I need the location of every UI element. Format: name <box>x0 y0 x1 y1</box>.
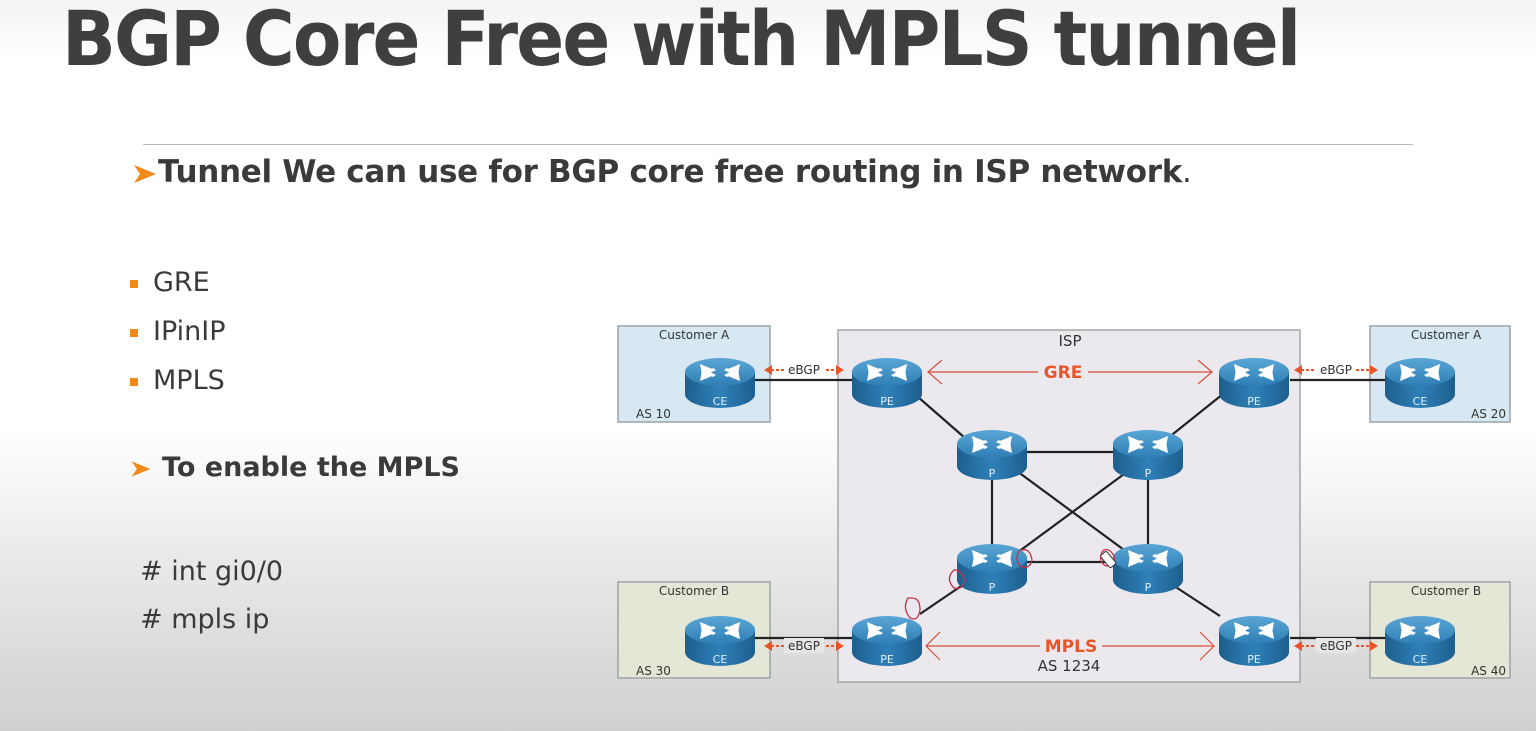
router-label: P <box>1145 467 1152 480</box>
customer-name: Customer A <box>659 328 730 342</box>
ebgp-label: eBGP <box>1320 363 1352 377</box>
gre-label: GRE <box>1044 363 1083 383</box>
arrow-bullet-icon <box>134 164 156 183</box>
customer-as: AS 10 <box>636 407 671 421</box>
subheading: To enable the MPLS <box>130 452 460 483</box>
mpls-tunnel-arrow: MPLS <box>925 631 1215 661</box>
router-label: PE <box>880 395 894 408</box>
ebgp-link-b-right: eBGP <box>1294 638 1378 653</box>
router-label: PE <box>880 653 894 666</box>
ebgp-label: eBGP <box>788 639 820 653</box>
customer-as: AS 40 <box>1471 664 1506 678</box>
arrow-bullet-icon <box>131 460 151 477</box>
main-heading-suffix: . <box>1182 154 1192 190</box>
customer-as: AS 20 <box>1471 407 1506 421</box>
router-label: CE <box>1413 395 1428 408</box>
customer-name: Customer B <box>1411 584 1481 598</box>
customer-name: Customer B <box>659 584 729 598</box>
router-label: P <box>989 467 996 480</box>
isp-label: ISP <box>1059 332 1082 350</box>
ebgp-label: eBGP <box>788 363 820 377</box>
ebgp-link-b-left: eBGP <box>764 638 844 653</box>
mpls-label: MPLS <box>1045 637 1097 657</box>
list-item-text: GRE <box>153 267 210 298</box>
tunnel-list: GRE IPinIP MPLS <box>130 258 226 405</box>
command-line: # mpls ip <box>140 604 270 635</box>
isp-as-label: AS 1234 <box>1038 657 1101 675</box>
main-heading-text: Tunnel We can use for BGP core free rout… <box>158 154 1183 190</box>
gre-tunnel-arrow: GRE <box>927 359 1213 385</box>
router-label: CE <box>713 653 728 666</box>
list-item-text: MPLS <box>153 365 225 396</box>
customer-as: AS 30 <box>636 664 671 678</box>
ebgp-label: eBGP <box>1320 639 1352 653</box>
square-bullet-icon <box>130 279 138 288</box>
title-divider <box>143 144 1413 145</box>
command-list: # int gi0/0 # mpls ip <box>140 548 283 644</box>
square-bullet-icon <box>130 328 138 337</box>
slide-title: BGP Core Free with MPLS tunnel <box>62 0 1301 83</box>
router-label: P <box>989 581 996 594</box>
mouse-cursor-icon <box>1100 551 1117 568</box>
router-label: CE <box>1413 653 1428 666</box>
customer-name: Customer A <box>1411 328 1482 342</box>
router-label: P <box>1145 581 1152 594</box>
square-bullet-icon <box>130 377 138 386</box>
ebgp-link-a-left: eBGP <box>764 362 844 377</box>
main-heading: Tunnel We can use for BGP core free rout… <box>132 154 1192 190</box>
subheading-text: To enable the MPLS <box>162 452 460 483</box>
router-label: PE <box>1247 653 1261 666</box>
list-item: GRE <box>130 258 226 307</box>
router-label: PE <box>1247 395 1261 408</box>
ebgp-link-a-right: eBGP <box>1294 362 1378 377</box>
router-label: CE <box>713 395 728 408</box>
network-diagram: CE CE CE CE PE PE PE PE P P P P Customer… <box>617 325 1511 683</box>
list-item: MPLS <box>130 356 226 405</box>
command-line: # int gi0/0 <box>140 556 284 587</box>
list-item-text: IPinIP <box>153 316 226 347</box>
list-item: IPinIP <box>130 307 226 356</box>
